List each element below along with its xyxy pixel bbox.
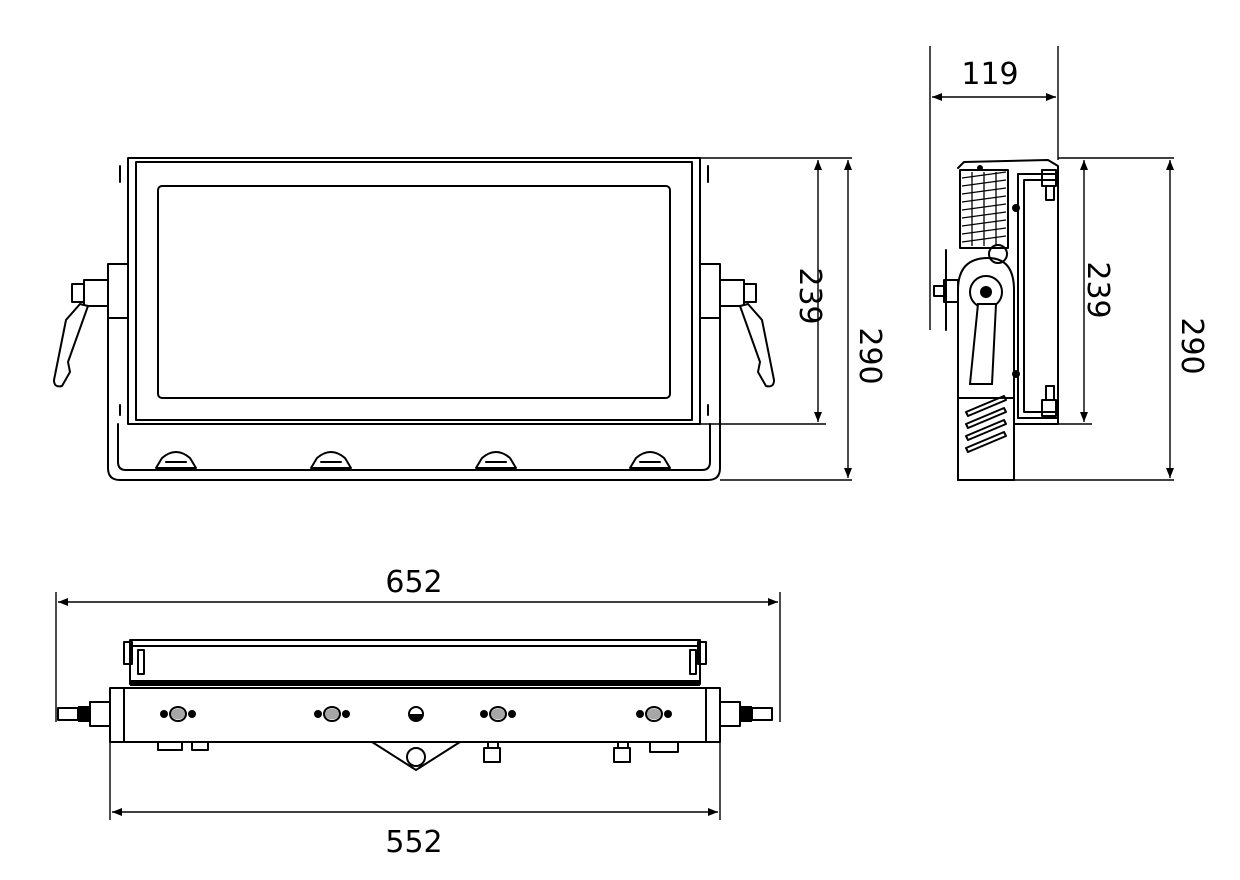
front-view: 239 290	[52, 157, 887, 481]
front-dim-290-label: 290	[852, 327, 887, 384]
side-dim-239-label: 239	[1080, 261, 1115, 318]
right-lock-handle	[719, 279, 776, 388]
side-dim-290-label: 290	[1174, 317, 1209, 374]
left-yoke-plate	[107, 263, 129, 319]
front-yoke-bracket	[107, 317, 721, 481]
front-dim-239-label: 239	[792, 267, 827, 324]
front-mount-clamps	[155, 451, 671, 469]
bottom-mount-holes	[160, 706, 672, 722]
bottom-left-handle	[57, 701, 111, 727]
bottom-view: 652	[55, 565, 781, 860]
side-lock-handle	[968, 303, 998, 385]
bottom-center-bracket	[371, 741, 461, 771]
bottom-dim-652-label: 652	[385, 565, 442, 600]
front-lens	[157, 185, 671, 399]
side-housing	[957, 159, 1059, 425]
side-heatsink	[959, 169, 1009, 249]
side-dim-119-label: 119	[961, 57, 1018, 92]
bottom-dim-552-label: 552	[385, 825, 442, 860]
front-housing	[127, 157, 701, 425]
side-vent-slots	[957, 395, 1015, 453]
bottom-right-handle	[719, 701, 773, 727]
side-view: 119	[929, 46, 1209, 481]
right-yoke-plate	[699, 263, 721, 319]
left-lock-handle	[52, 279, 109, 388]
bottom-knobs	[483, 741, 631, 763]
front-bezel	[135, 161, 693, 421]
side-yoke-arm	[957, 257, 1015, 481]
